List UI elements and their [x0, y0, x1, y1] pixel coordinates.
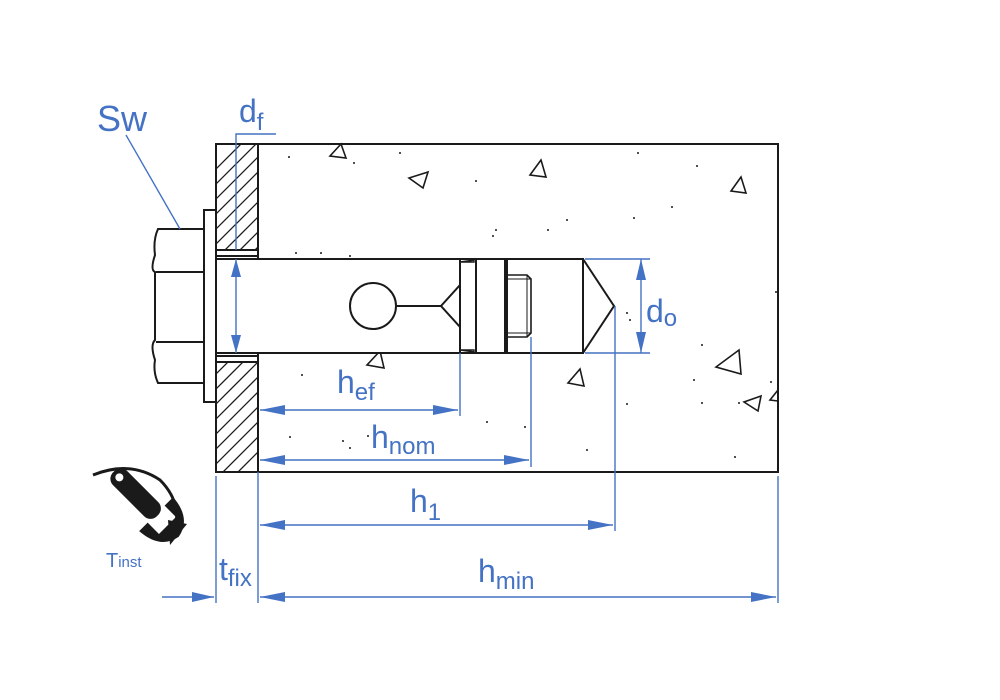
label-h1: h1 [410, 483, 441, 526]
drill-hole-tip [582, 258, 616, 354]
sleeve-hole [349, 282, 397, 330]
label-tfix: tfix [219, 551, 252, 592]
torque-wrench-icon [92, 467, 187, 545]
df-leader-line [235, 133, 276, 250]
aggregate-particles [328, 142, 779, 413]
label-hnom: hnom [371, 419, 435, 460]
aggregate-dots [288, 152, 777, 458]
label-hef: hef [337, 364, 375, 406]
dimension-lines [125, 133, 779, 603]
dimension-labels: Sw df do hef hnom h1 hmin tfix Tinst [97, 93, 677, 595]
label-df: df [239, 93, 264, 136]
washer [203, 209, 217, 403]
anchor-sleeve [215, 258, 461, 354]
sw-leader-line [125, 134, 181, 230]
label-hmin: hmin [478, 553, 534, 595]
label-sw: Sw [97, 98, 148, 139]
label-tinst: Tinst [106, 550, 142, 572]
hex-bolt-head [151, 228, 205, 384]
expansion-cone [459, 258, 584, 354]
label-do: do [646, 293, 677, 332]
